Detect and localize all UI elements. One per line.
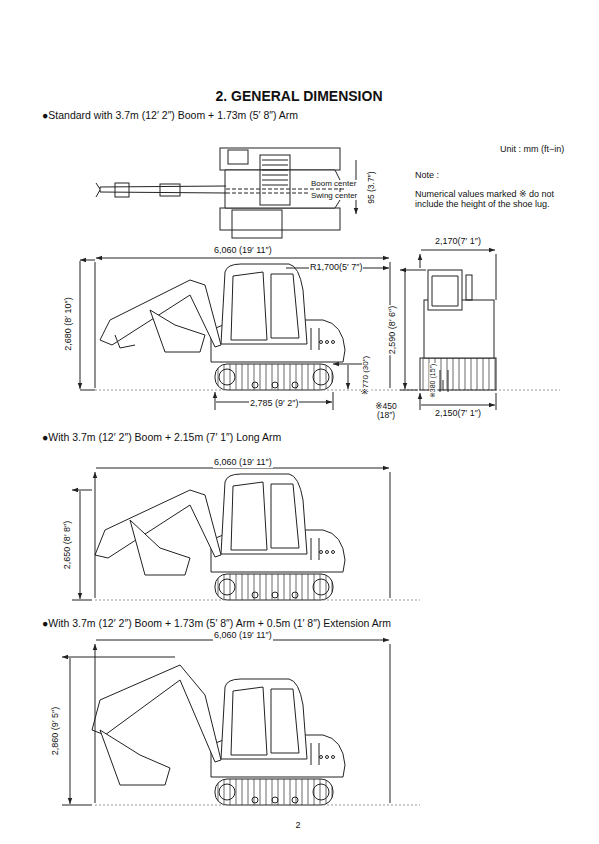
dimension: 95 (3.7″)	[367, 170, 376, 204]
dimension: ※450 (18″)	[370, 402, 402, 421]
unit-note: Unit : mm (ft−in)	[500, 145, 564, 155]
dimension: R1,700(5′ 7″)	[309, 263, 363, 273]
dimension: ※770 (30″)	[362, 354, 371, 395]
dimension: 6,060 (19′ 11″)	[213, 246, 273, 256]
page-number: 2	[296, 821, 301, 831]
dimension: 2,150(7′ 1″)	[434, 409, 482, 419]
note-heading: Note :	[415, 171, 439, 181]
dimension: 2,650 (8′ 8″)	[63, 520, 73, 570]
dimension: 2,170(7′ 1″)	[434, 237, 482, 247]
dimension: 2,785 (9′ 2″)	[249, 399, 299, 409]
section-heading: ●Standard with 3.7m (12′ 2″) Boom + 1.73…	[42, 110, 298, 122]
dimension: ※380 (15″)	[429, 363, 437, 399]
page-title: 2. GENERAL DIMENSION	[216, 89, 383, 104]
dimension: 6,060 (19′ 11″)	[213, 458, 273, 468]
dimension: 2,590 (8′ 6″)	[388, 305, 398, 355]
part-name: Boom center	[310, 180, 357, 189]
section-heading: ●With 3.7m (12′ 2″) Boom + 1.73m (5′ 8″)…	[42, 618, 391, 630]
section-heading: ●With 3.7m (12′ 2″) Boom + 2.15m (7′ 1″)…	[42, 432, 281, 444]
dimension: 2,680 (8′ 10″)	[63, 296, 73, 351]
part-name: Swing center	[310, 192, 358, 201]
note-text: Numerical values marked ※ do not include…	[415, 190, 585, 210]
dimension: 2,860 (9′ 5″)	[51, 706, 61, 756]
dimension: 6,060 (19′ 11″)	[213, 631, 273, 641]
